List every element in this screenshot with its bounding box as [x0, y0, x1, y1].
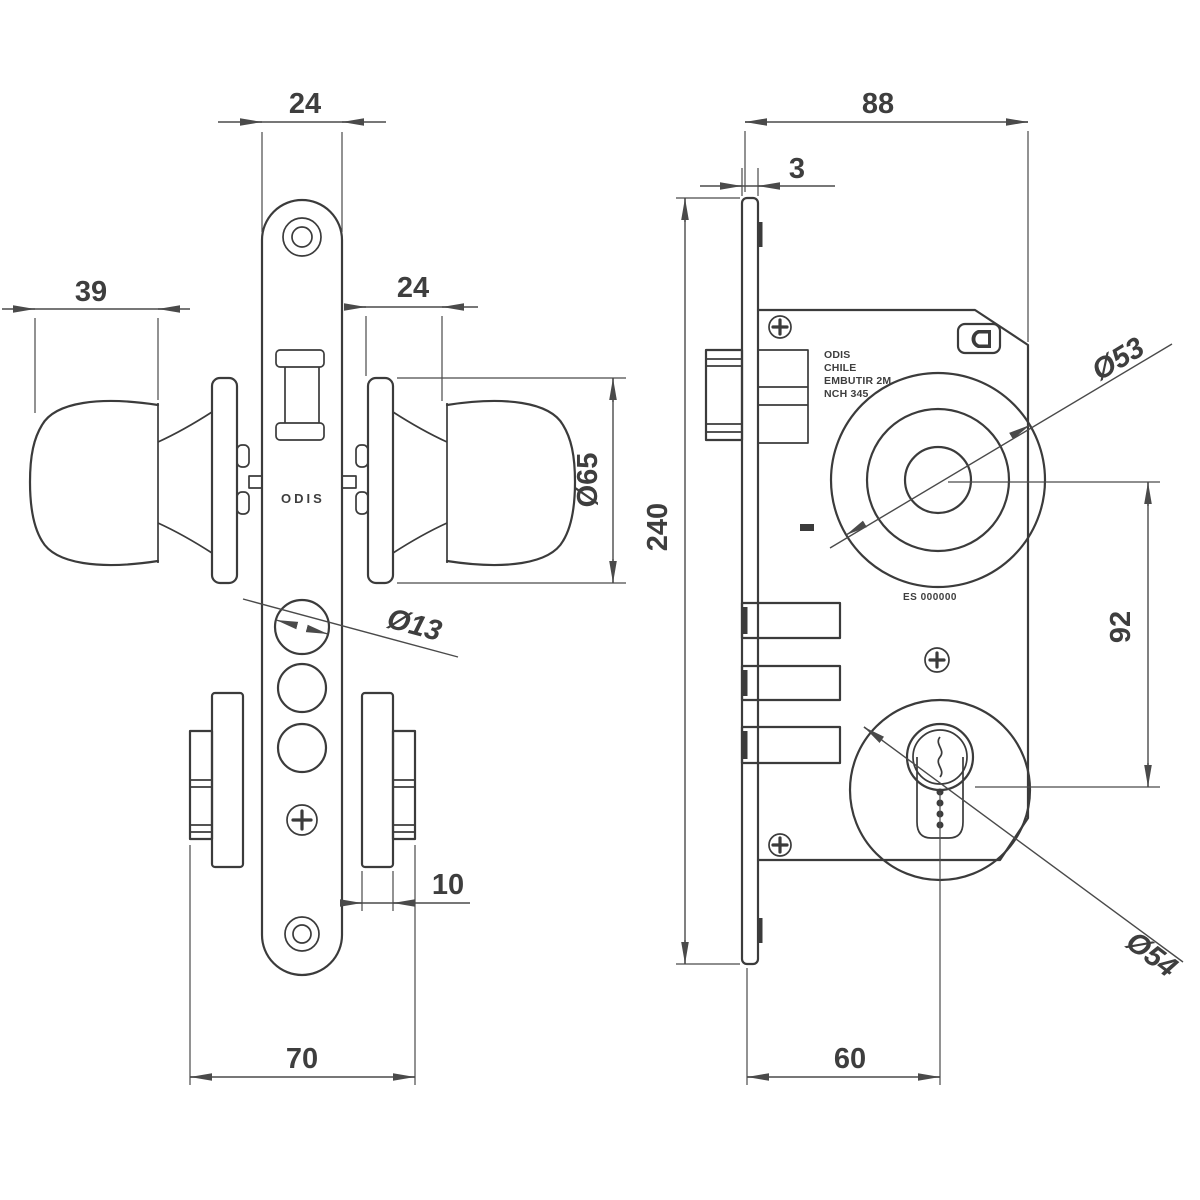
dim-faceplate-thickness: 3	[700, 153, 835, 196]
dim-backset: 60	[746, 968, 940, 1085]
dim-label-cylinder-rose-diameter: Ø54	[1120, 926, 1183, 985]
lock-case	[756, 308, 1030, 862]
dim-plate-hole: Ø13	[242, 598, 459, 658]
latch-bolt	[704, 348, 809, 444]
marking-line-3: EMBUTIR 2M	[824, 375, 891, 387]
escutcheon-right	[360, 691, 417, 869]
hub-circles	[800, 371, 1047, 589]
dim-rose-diameter: Ø65	[397, 377, 626, 584]
dim-label-escutcheon-thickness: 10	[432, 869, 464, 901]
plate-holes	[273, 598, 331, 774]
dim-hub-diameter: Ø53	[829, 331, 1173, 549]
plate-brand-text: ODIS	[281, 491, 325, 506]
dim-label-plate-hole: Ø13	[384, 603, 445, 648]
escutcheon-left	[188, 691, 245, 869]
marking-line-1: ODIS	[824, 349, 850, 361]
spindle-follower	[275, 349, 325, 441]
dim-faceplate-height: 240	[642, 197, 740, 965]
knob-left	[28, 376, 263, 585]
faceplate-edge	[260, 198, 344, 977]
case-screws	[768, 315, 950, 857]
dim-label-faceplate-thickness: 3	[789, 153, 805, 185]
dim-label-case-width: 88	[862, 88, 894, 120]
knob-right	[341, 376, 577, 585]
dim-label-faceplate-height: 240	[642, 503, 674, 551]
keyhole-logo-icon	[956, 322, 1002, 355]
dim-label-backset: 60	[834, 1043, 866, 1075]
dim-label-hub-diameter: Ø53	[1087, 331, 1150, 387]
case-markings: ODIS CHILE EMBUTIR 2M NCH 345	[824, 349, 891, 400]
dim-knob-to-plate: 24	[344, 272, 478, 401]
hub-index-mark	[800, 524, 814, 531]
cylinder	[848, 698, 1032, 1085]
plate-screw	[286, 804, 318, 836]
dim-knob-depth: 39	[2, 276, 190, 413]
dim-cylinder-rose-diameter: Ø54	[863, 726, 1184, 985]
dim-assembly-depth: 70	[189, 845, 416, 1085]
dim-escutcheon-thickness: 10	[340, 869, 470, 911]
serial-text: ES 000000	[903, 592, 957, 603]
dim-label-plate-width: 24	[289, 88, 321, 120]
dim-label-knob-to-plate: 24	[397, 272, 429, 304]
faceplate-front	[740, 196, 763, 966]
dim-label-knob-depth: 39	[75, 276, 107, 308]
dim-case-width: 88	[744, 88, 1029, 342]
dim-label-rose-diameter: Ø65	[572, 453, 604, 508]
dim-label-centres-distance: 92	[1105, 611, 1137, 643]
dim-centres-distance: 92	[948, 481, 1160, 788]
dim-plate-width: 24	[218, 88, 386, 232]
deadbolt-bars	[740, 601, 842, 765]
side-view: ODIS	[2, 88, 626, 1085]
marking-line-2: CHILE	[824, 362, 857, 374]
marking-line-4: NCH 345	[824, 388, 869, 400]
dim-label-assembly-depth: 70	[286, 1043, 318, 1075]
front-view: ODIS CHILE EMBUTIR 2M NCH 345 ES 000000 …	[642, 88, 1184, 1085]
